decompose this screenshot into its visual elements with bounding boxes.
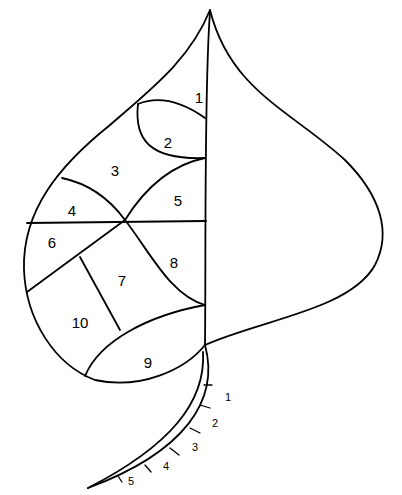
region-line xyxy=(125,220,205,305)
petiole-tick xyxy=(204,384,212,385)
petiole-tick xyxy=(200,405,210,408)
midrib xyxy=(205,12,210,345)
callout-number: 5 xyxy=(174,193,182,208)
callout-number: 8 xyxy=(170,255,178,270)
callout-number: 2 xyxy=(164,135,172,150)
callout-number: 1 xyxy=(225,392,231,403)
region-line xyxy=(137,104,205,158)
region-line xyxy=(62,178,125,220)
petiole-tick xyxy=(190,428,200,433)
petiole-tick xyxy=(145,465,151,472)
petiole-outer xyxy=(88,345,208,488)
callout-number: 3 xyxy=(111,163,119,178)
callout-number: 10 xyxy=(72,315,89,330)
callout-number: 7 xyxy=(118,273,126,288)
callout-number: 2 xyxy=(212,418,218,429)
callout-number: 9 xyxy=(144,355,152,370)
callout-number: 5 xyxy=(128,476,134,487)
petiole-tick xyxy=(170,448,179,455)
callout-number: 4 xyxy=(68,203,76,218)
leaf-right-outline xyxy=(205,10,383,345)
region-line xyxy=(27,220,125,292)
petiole-tick xyxy=(118,476,122,482)
region-line xyxy=(85,305,205,376)
petiole-ticks xyxy=(118,385,212,482)
callout-number: 1 xyxy=(195,90,203,105)
leaf-left-outline xyxy=(24,10,210,383)
callout-number: 4 xyxy=(163,461,169,472)
callout-number: 6 xyxy=(48,235,56,250)
region-line xyxy=(27,221,206,223)
petiole-inner xyxy=(88,352,203,488)
region-line xyxy=(125,158,205,220)
callout-number: 3 xyxy=(192,442,198,453)
